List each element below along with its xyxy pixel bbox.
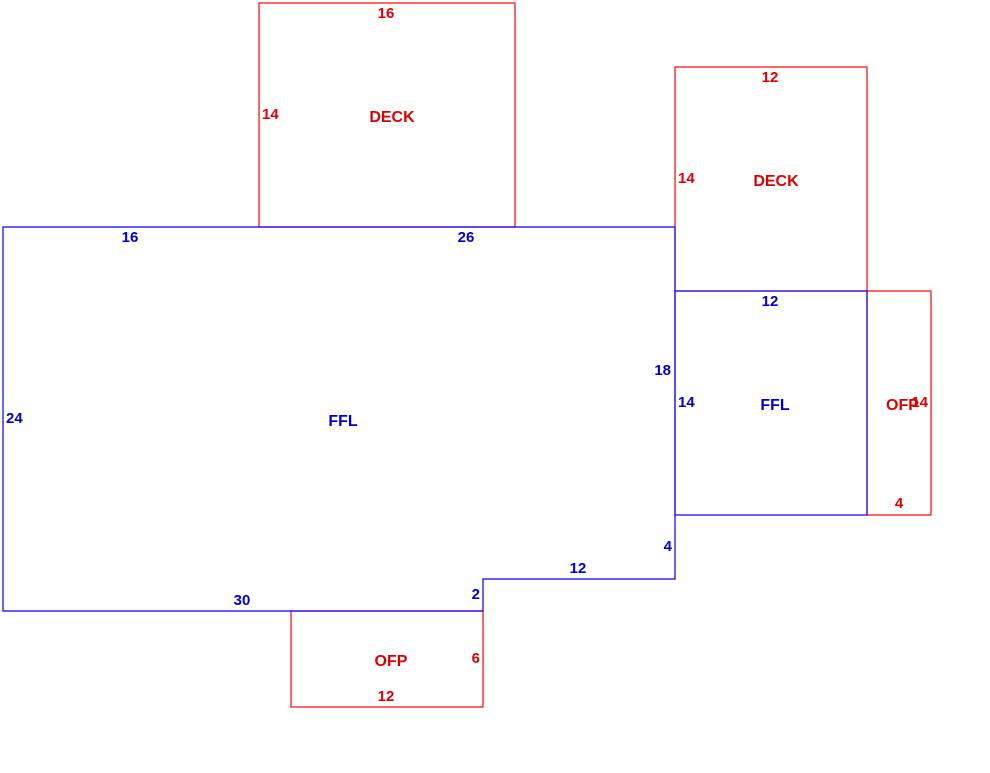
deck-right-area-label: DECK: [753, 173, 799, 190]
main-ffl-dim-bottom: 30: [234, 592, 251, 609]
main-ffl-dim-top-left: 16: [122, 229, 139, 246]
ofp-right-area-label: OFP: [886, 397, 919, 414]
ffl-right-area-label: FFL: [760, 397, 790, 414]
ofp-bottom-dim-bottom: 12: [378, 688, 395, 705]
ofp-bottom-area-label: OFP: [375, 653, 408, 670]
main-ffl-dim-left: 24: [6, 410, 23, 427]
main-ffl-area-label: FFL: [328, 413, 358, 430]
main-ffl-dim-bottom-step: 2: [472, 586, 480, 603]
main-ffl-dim-step-vertical: 4: [664, 538, 673, 555]
main-ffl-dim-step-horizontal: 12: [570, 560, 587, 577]
main-ffl-dim-top-right: 26: [458, 229, 475, 246]
ofp-bottom-dim-side: 6: [472, 650, 480, 667]
main-ffl-outline[interactable]: [2, 226, 676, 612]
ffl-right-dim-top: 12: [762, 293, 779, 310]
deck-right-dim-top: 12: [762, 69, 779, 86]
deck-top-area-label: DECK: [369, 109, 415, 126]
main-ffl-dim-right: 18: [654, 362, 671, 379]
deck-right-dim-side: 14: [678, 170, 695, 187]
ofp-right-dim-side: 14: [911, 394, 928, 411]
ofp-right-dim-bottom: 4: [895, 495, 904, 512]
ffl-right-outline[interactable]: [674, 290, 868, 516]
deck-top-dim-top: 16: [378, 5, 395, 22]
ffl-right-dim-side: 14: [678, 394, 695, 411]
deck-top-dim-side: 14: [262, 106, 279, 123]
